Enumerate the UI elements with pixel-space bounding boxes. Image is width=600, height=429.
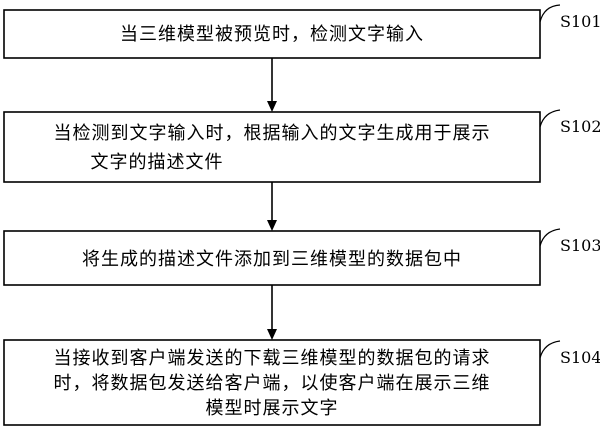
step-box-s102 — [3, 111, 541, 183]
step-s101-label: S101 — [560, 12, 600, 31]
step-s102-text-line-2: 文字的描述文件 — [91, 152, 224, 173]
step-box-s104 — [3, 339, 541, 426]
step-s102-leader — [539, 109, 561, 128]
step-s104-text-line-1: 当接收到客户端发送的下载三维模型的数据包的请求 — [54, 348, 491, 369]
step-s104-label: S104 — [560, 348, 600, 367]
arrow-s103-s104-head — [267, 329, 277, 340]
step-s102-label: S102 — [560, 117, 600, 136]
step-box-s103 — [3, 230, 541, 286]
step-s104-text-line-3: 模型时展示文字 — [206, 398, 339, 419]
step-box-s101 — [3, 9, 541, 59]
step-s101-text-line-1: 当三维模型被预览时，检测文字输入 — [120, 24, 424, 45]
step-s103-leader — [539, 228, 561, 247]
step-s103-label: S103 — [560, 236, 600, 255]
step-s102-text-line-1: 当检测到文字输入时，根据输入的文字生成用于展示 — [54, 123, 491, 144]
step-s101-leader — [539, 4, 561, 23]
step-s103-text-line-1: 将生成的描述文件添加到三维模型的数据包中 — [82, 249, 462, 270]
arrow-s101-s102-head — [267, 101, 277, 112]
step-s104-leader — [539, 340, 561, 359]
arrow-s102-s103-head — [267, 220, 277, 231]
step-s104-text-line-2: 时，将数据包发送给客户端，以使客户端在展示三维 — [54, 373, 491, 394]
